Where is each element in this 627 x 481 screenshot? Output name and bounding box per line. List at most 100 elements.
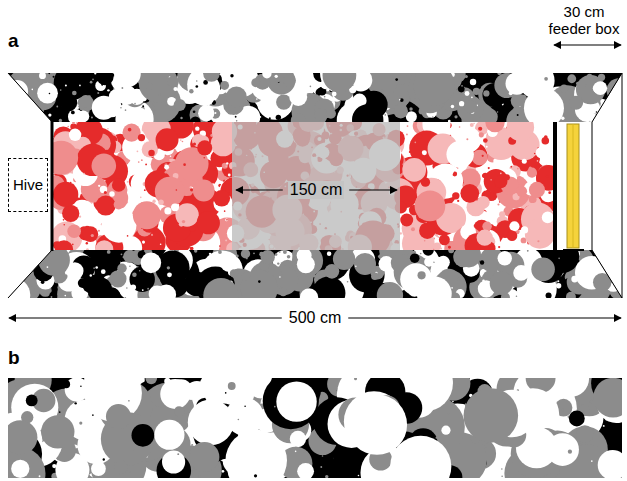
texture-dot bbox=[147, 288, 149, 290]
texture-dot bbox=[448, 246, 451, 249]
texture-dot bbox=[149, 186, 151, 188]
texture-dot bbox=[203, 278, 238, 313]
texture-dot bbox=[98, 230, 100, 232]
texture-dot bbox=[24, 267, 26, 269]
texture-dot bbox=[323, 59, 357, 93]
texture-dot bbox=[193, 110, 196, 113]
texture-dot bbox=[81, 75, 89, 83]
texture-dot bbox=[90, 274, 92, 276]
texture-dot bbox=[531, 258, 555, 282]
texture-dot bbox=[0, 247, 21, 273]
texture-dot bbox=[155, 177, 185, 207]
texture-dot bbox=[107, 89, 109, 91]
tunnel-floor bbox=[52, 122, 553, 250]
texture-dot bbox=[141, 253, 162, 274]
texture-dot bbox=[47, 266, 49, 268]
texture-dot bbox=[253, 252, 255, 254]
texture-dot bbox=[371, 272, 379, 280]
texture-dot bbox=[548, 191, 551, 194]
texture-dot bbox=[97, 68, 114, 85]
texture-dot bbox=[560, 85, 568, 93]
texture-dot bbox=[144, 189, 146, 191]
texture-dot bbox=[41, 280, 45, 284]
texture-dot bbox=[384, 114, 386, 116]
texture-dot bbox=[399, 99, 401, 101]
texture-dot bbox=[33, 120, 35, 122]
texture-dot bbox=[320, 55, 358, 93]
texture-dot bbox=[497, 71, 501, 75]
texture-dot bbox=[275, 253, 278, 256]
texture-dot bbox=[91, 247, 96, 250]
texture-dot bbox=[172, 108, 174, 110]
texture-dot bbox=[469, 215, 471, 217]
texture-dot bbox=[55, 240, 73, 250]
texture-dot bbox=[457, 200, 459, 202]
texture-dot bbox=[114, 60, 141, 87]
texture-dot bbox=[614, 275, 620, 281]
texture-dot bbox=[72, 244, 74, 246]
texture-dot bbox=[84, 281, 86, 283]
texture-dot bbox=[225, 219, 228, 222]
texture-dot bbox=[137, 108, 146, 117]
texture-dot bbox=[198, 105, 214, 121]
texture-dot bbox=[206, 126, 213, 133]
texture-dot bbox=[464, 100, 477, 113]
texture-dot bbox=[618, 260, 625, 267]
texture-dot bbox=[11, 111, 27, 127]
texture-dot bbox=[516, 295, 518, 297]
texture-dot bbox=[12, 257, 15, 260]
texture-dot bbox=[120, 107, 122, 109]
texture-dot bbox=[88, 95, 91, 98]
texture-dot bbox=[129, 265, 131, 267]
texture-dot bbox=[83, 226, 99, 242]
texture-dot bbox=[598, 74, 605, 81]
texture-dot bbox=[123, 81, 125, 83]
texture-dot bbox=[565, 252, 572, 259]
texture-dot bbox=[91, 117, 93, 119]
texture-dot bbox=[513, 265, 529, 281]
texture-dot bbox=[473, 88, 480, 95]
texture-dot bbox=[610, 95, 613, 98]
texture-dot bbox=[77, 104, 79, 106]
texture-dot bbox=[542, 137, 550, 145]
texture-dot bbox=[274, 75, 281, 82]
texture-dot bbox=[295, 117, 297, 119]
texture-dot bbox=[64, 295, 66, 297]
texture-dot bbox=[279, 276, 281, 278]
texture-dot bbox=[101, 269, 106, 274]
texture-dot bbox=[180, 117, 182, 119]
texture-dot bbox=[49, 292, 57, 300]
texture-dot bbox=[60, 94, 77, 111]
texture-dot bbox=[18, 98, 23, 103]
texture-dot bbox=[457, 278, 460, 281]
texture-dot bbox=[18, 266, 24, 272]
texture-dot bbox=[23, 93, 25, 95]
texture-dot bbox=[230, 74, 233, 77]
texture-dot bbox=[125, 109, 127, 111]
texture-dot bbox=[171, 203, 179, 211]
texture-dot bbox=[410, 253, 420, 263]
texture-dot bbox=[276, 115, 281, 120]
texture-dot bbox=[92, 262, 94, 264]
texture-dot bbox=[167, 266, 170, 269]
texture-dot bbox=[190, 247, 194, 250]
texture-dot bbox=[519, 78, 534, 93]
texture-dot bbox=[214, 112, 216, 114]
texture-dot bbox=[20, 103, 22, 105]
texture-dot bbox=[470, 123, 474, 127]
texture-dot bbox=[452, 192, 459, 199]
texture-dot bbox=[460, 122, 464, 125]
texture-dot bbox=[312, 276, 345, 309]
texture-dot bbox=[173, 87, 177, 91]
texture-dot bbox=[407, 75, 409, 77]
texture-dot bbox=[5, 260, 19, 274]
texture-dot bbox=[219, 245, 221, 247]
texture-dot bbox=[192, 187, 194, 189]
texture-dot bbox=[432, 116, 434, 118]
texture-dot bbox=[231, 258, 233, 260]
texture-dot bbox=[347, 281, 349, 283]
texture-dot bbox=[537, 160, 539, 162]
texture-dot bbox=[528, 203, 530, 205]
texture-dot bbox=[198, 265, 200, 267]
texture-dot bbox=[13, 254, 32, 273]
